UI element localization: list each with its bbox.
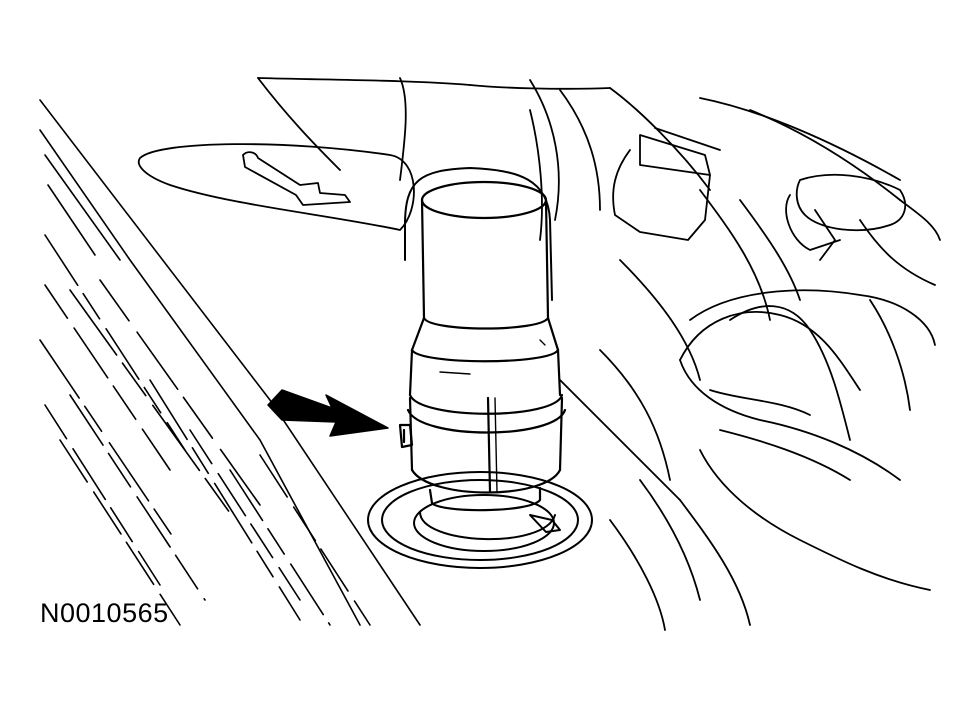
oval-pad bbox=[137, 143, 415, 231]
left-ribbed-panel bbox=[39, 99, 421, 626]
console-background bbox=[257, 77, 941, 261]
figure-id-label: N0010565 bbox=[40, 598, 169, 628]
cylinder-connector bbox=[398, 180, 567, 512]
right-fabric-folds bbox=[559, 189, 936, 631]
arrow-right-icon bbox=[267, 389, 389, 437]
base-grommet bbox=[367, 471, 593, 569]
